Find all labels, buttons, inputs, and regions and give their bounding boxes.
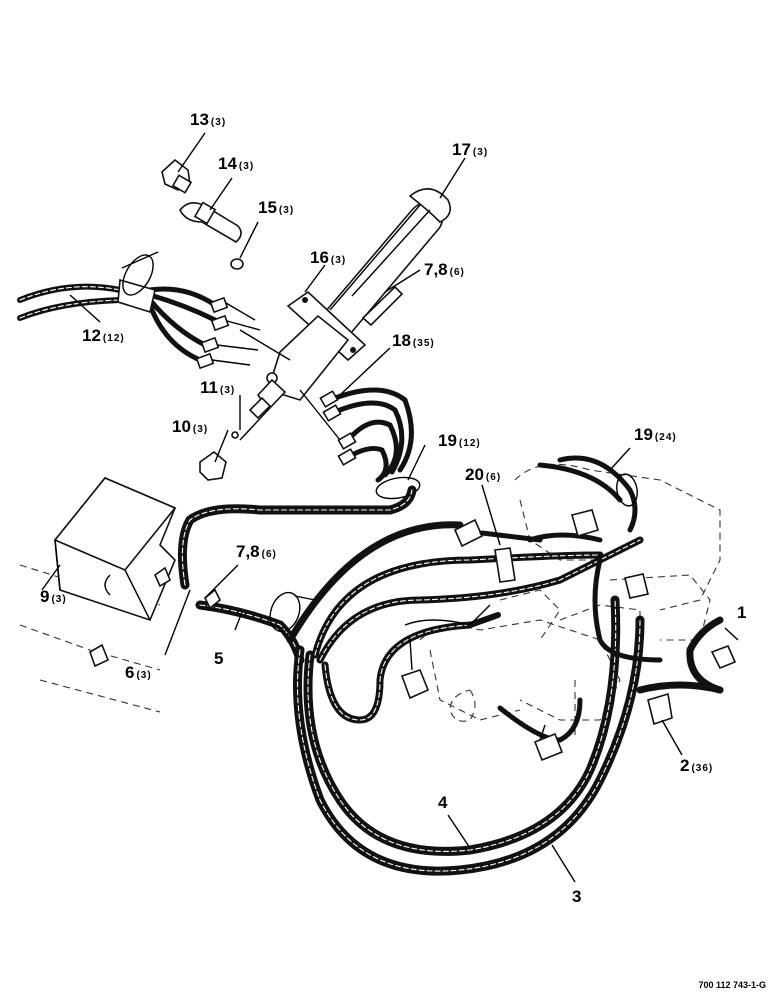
callout-7-8-upper-qty: (6)	[450, 267, 465, 278]
callout-19-left-number: 19	[438, 431, 457, 450]
svg-text:7,8(6): 7,8(6)	[424, 260, 465, 279]
callout-16: 16(3)	[310, 248, 346, 267]
hydraulic-cylinder	[318, 188, 451, 342]
callout-13: 13(3)	[190, 110, 226, 129]
callout-11: 11(3)	[200, 378, 235, 397]
svg-text:20(6): 20(6)	[465, 465, 501, 484]
svg-text:17(3): 17(3)	[452, 140, 488, 159]
callout-5-number: 5	[214, 649, 223, 668]
callout-15-qty: (3)	[279, 205, 294, 216]
callout-9: 9(3)	[40, 587, 67, 606]
callout-2: 2(36)	[680, 756, 713, 775]
callout-3-number: 3	[572, 887, 581, 906]
callout-13-number: 13	[190, 110, 209, 129]
callout-7-8-lower-number: 7,8	[236, 542, 260, 561]
fittings-cluster-left	[195, 296, 261, 370]
svg-text:14(3): 14(3)	[218, 154, 254, 173]
callout-19-right: 19(24)	[634, 425, 677, 444]
callout-2-number: 2	[680, 756, 689, 775]
callout-leaders	[41, 132, 683, 883]
svg-text:16(3): 16(3)	[310, 248, 346, 267]
callout-9-qty: (3)	[51, 594, 66, 605]
svg-text:5: 5	[214, 649, 223, 668]
callout-18-qty: (35)	[413, 338, 435, 349]
callout-18-number: 18	[392, 331, 411, 350]
sensor-blocks	[400, 509, 673, 762]
callout-10-number: 10	[172, 417, 191, 436]
manifold-mount	[239, 290, 367, 441]
callout-11-qty: (3)	[220, 385, 235, 396]
svg-text:6(3): 6(3)	[125, 663, 152, 682]
callout-20-qty: (6)	[486, 472, 501, 483]
svg-text:13(3): 13(3)	[190, 110, 226, 129]
callout-19-left-qty: (12)	[459, 438, 481, 449]
callout-15-number: 15	[258, 198, 277, 217]
fitting-1	[710, 627, 739, 670]
callout-14: 14(3)	[218, 154, 254, 173]
callout-7-8-upper: 7,8(6)	[424, 260, 465, 279]
callout-12: 12(12)	[82, 326, 125, 345]
callout-4-number: 4	[438, 793, 448, 812]
hose-12-bundle	[17, 251, 218, 363]
callout-7-8-upper-number: 7,8	[424, 260, 448, 279]
hose-bundle-lower	[286, 455, 724, 876]
callout-17: 17(3)	[452, 140, 488, 159]
callout-20-number: 20	[465, 465, 484, 484]
callout-13-qty: (3)	[211, 117, 226, 128]
figure-code: 700 112 743-1-G	[698, 980, 766, 990]
svg-text:3: 3	[572, 887, 581, 906]
callout-10: 10(3)	[172, 417, 208, 436]
callout-15: 15(3)	[258, 198, 294, 217]
callout-10-qty: (3)	[193, 424, 208, 435]
svg-text:9(3): 9(3)	[40, 587, 67, 606]
callout-17-qty: (3)	[473, 147, 488, 158]
svg-text:2(36): 2(36)	[680, 756, 713, 775]
callout-14-number: 14	[218, 154, 237, 173]
callout-20: 20(6)	[465, 465, 501, 484]
o-ring	[230, 258, 244, 270]
callout-4: 4	[438, 793, 448, 812]
callout-7-8-lower: 7,8(6)	[236, 542, 277, 561]
callout-6-qty: (3)	[136, 670, 151, 681]
svg-text:18(35): 18(35)	[392, 331, 435, 350]
callout-19-right-qty: (24)	[655, 432, 677, 443]
valve-block	[53, 477, 177, 621]
svg-text:19(12): 19(12)	[438, 431, 481, 450]
callout-11-number: 11	[200, 378, 218, 397]
main-hose-run	[177, 485, 417, 665]
elbow-fitting	[161, 158, 193, 194]
svg-text:15(3): 15(3)	[258, 198, 294, 217]
svg-text:11(3): 11(3)	[200, 378, 235, 397]
callout-16-number: 16	[310, 248, 329, 267]
svg-text:7,8(6): 7,8(6)	[236, 542, 277, 561]
callout-7-8-lower-qty: (6)	[262, 549, 277, 560]
hose-18-bundle	[319, 387, 421, 500]
svg-text:12(12): 12(12)	[82, 326, 125, 345]
callout-12-number: 12	[82, 326, 101, 345]
callout-3: 3	[572, 887, 581, 906]
svg-text:4: 4	[438, 793, 448, 812]
callout-14-qty: (3)	[239, 161, 254, 172]
callout-18: 18(35)	[392, 331, 435, 350]
callout-5: 5	[214, 649, 223, 668]
callout-6: 6(3)	[125, 663, 152, 682]
callout-16-qty: (3)	[331, 255, 346, 266]
elbow-fitting-lower	[199, 431, 239, 481]
adapter-fitting	[179, 201, 242, 243]
tie-straps	[89, 473, 638, 668]
callout-17-number: 17	[452, 140, 471, 159]
svg-text:10(3): 10(3)	[172, 417, 208, 436]
callout-1: 1	[737, 603, 746, 622]
svg-text:19(24): 19(24)	[634, 425, 677, 444]
callout-12-qty: (12)	[103, 333, 125, 344]
callout-1-number: 1	[737, 603, 746, 622]
cylinder-20	[453, 518, 543, 583]
callout-6-number: 6	[125, 663, 134, 682]
svg-text:1: 1	[737, 603, 746, 622]
callout-19-left: 19(12)	[438, 431, 481, 450]
callout-9-number: 9	[40, 587, 49, 606]
callout-2-qty: (36)	[691, 763, 713, 774]
callout-19-right-number: 19	[634, 425, 653, 444]
